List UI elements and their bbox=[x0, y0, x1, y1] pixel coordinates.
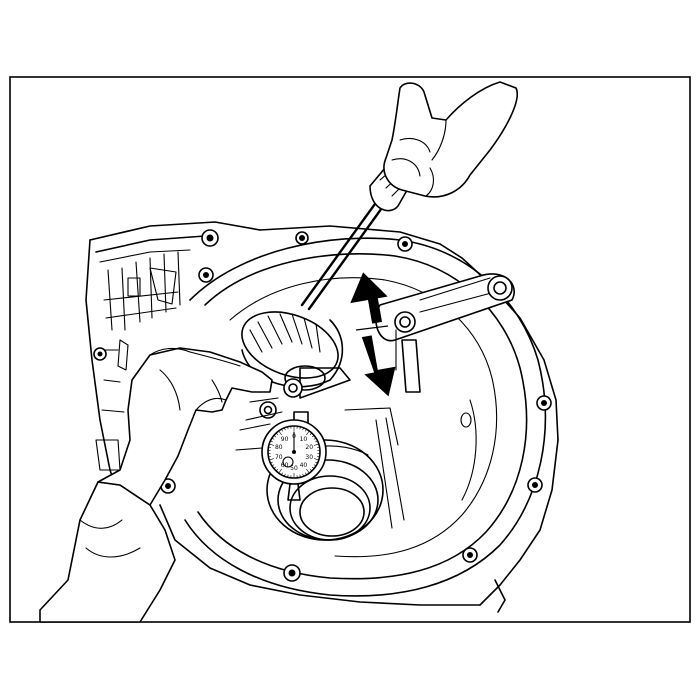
gauge-support-arm bbox=[375, 273, 515, 393]
dial-tick bbox=[284, 427, 286, 431]
double-headed-arrow-icon bbox=[350, 272, 396, 397]
dial-tick bbox=[305, 429, 307, 432]
dial-tick bbox=[273, 435, 277, 438]
dial-tick bbox=[269, 458, 275, 461]
dial-tick bbox=[273, 466, 277, 469]
dial-tick bbox=[306, 468, 310, 474]
dial-number: 70 bbox=[275, 454, 283, 461]
dial-tick bbox=[275, 432, 279, 436]
upper-hand bbox=[383, 81, 518, 198]
dial-tick bbox=[284, 473, 286, 477]
dial-number: 90 bbox=[281, 436, 289, 443]
dial-number: 80 bbox=[275, 444, 283, 451]
dial-number: 20 bbox=[305, 444, 313, 451]
dial-tick bbox=[271, 437, 275, 440]
dial-tick bbox=[270, 440, 273, 443]
dial-tick bbox=[302, 427, 304, 431]
dial-tick bbox=[302, 473, 304, 477]
lower-hand bbox=[39, 347, 273, 623]
dial-tick-marks bbox=[268, 426, 320, 478]
dial-tick bbox=[299, 474, 301, 478]
dial-tick bbox=[281, 472, 283, 475]
dial-tick bbox=[299, 426, 301, 430]
dial-sub-gauge bbox=[282, 456, 294, 468]
dial-number: 30 bbox=[305, 454, 313, 461]
dial-tick bbox=[305, 472, 307, 475]
dial-tick bbox=[313, 443, 319, 446]
dial-number: 40 bbox=[300, 462, 308, 469]
dial-tick bbox=[278, 468, 282, 474]
flange-bolts bbox=[93, 229, 552, 582]
dial-tick bbox=[309, 432, 313, 436]
dial-number: 50 bbox=[290, 465, 298, 472]
dial-tick bbox=[313, 437, 317, 440]
dial-tick bbox=[311, 435, 315, 438]
dial-tick bbox=[287, 426, 289, 430]
dial-tick bbox=[313, 464, 317, 467]
dial-tick bbox=[271, 464, 275, 467]
dial-tick bbox=[313, 458, 319, 461]
dial-tick bbox=[278, 430, 282, 436]
dial-tick bbox=[270, 461, 273, 464]
dial-tick bbox=[281, 429, 283, 432]
output-shaft-bearing bbox=[235, 407, 405, 541]
dial-tick bbox=[275, 468, 279, 472]
dial-tick bbox=[309, 468, 313, 472]
dial-tick bbox=[306, 430, 310, 436]
dial-tick bbox=[311, 466, 315, 469]
dial-number: 10 bbox=[300, 436, 308, 443]
sleeve bbox=[39, 481, 176, 623]
dial-tick bbox=[287, 474, 289, 478]
dial-tick bbox=[315, 440, 318, 443]
dial-tick bbox=[269, 443, 275, 446]
dial-tick bbox=[315, 461, 318, 464]
figure-frame bbox=[9, 76, 691, 623]
gear-assembly bbox=[241, 311, 351, 421]
screwdriver-shaft bbox=[300, 188, 387, 307]
